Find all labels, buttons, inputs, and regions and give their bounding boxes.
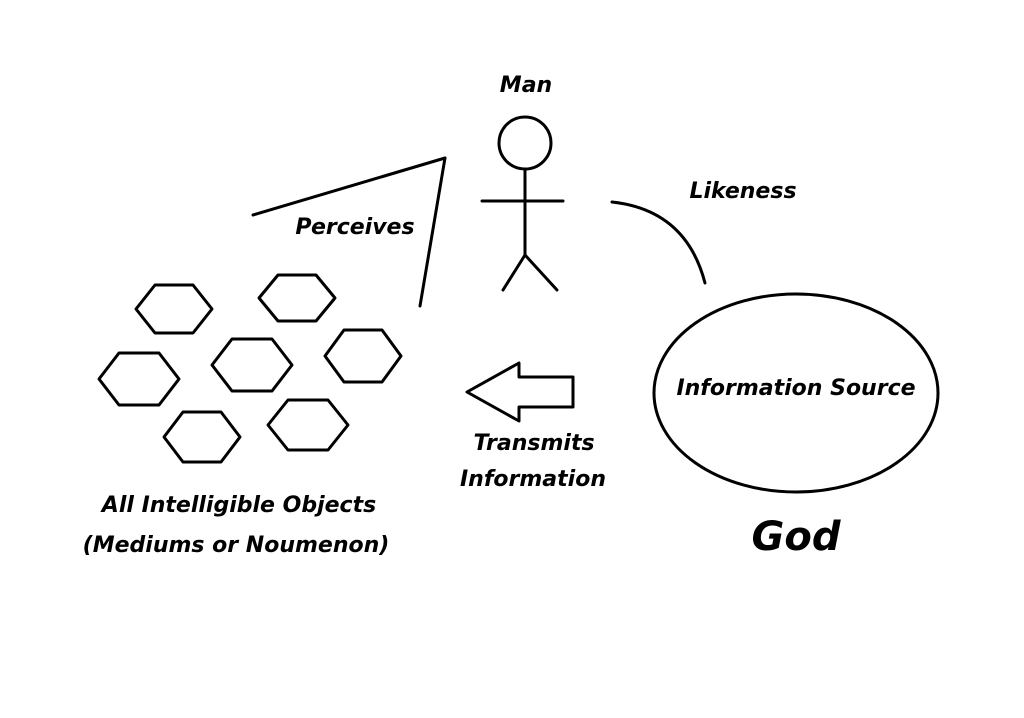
object-hexagon — [134, 283, 214, 335]
man-head — [497, 115, 553, 171]
perceives-label: Perceives — [295, 215, 414, 240]
man-left-leg — [501, 253, 527, 292]
objects-label-line2: (Mediums or Noumenon) — [83, 533, 390, 558]
transmits-arrow — [465, 361, 575, 423]
man-label: Man — [500, 73, 552, 98]
object-hexagon — [266, 398, 350, 452]
object-hexagon — [323, 328, 403, 384]
information-source-label: Information Source — [676, 376, 915, 401]
likeness-label: Likeness — [689, 179, 796, 204]
object-hexagon — [210, 337, 294, 393]
perception-cone-lower — [418, 156, 447, 308]
object-hexagon — [257, 273, 337, 323]
object-hexagon — [97, 351, 181, 407]
perception-cone — [251, 156, 447, 308]
perception-cone-upper — [251, 156, 447, 217]
intelligible-objects-group — [97, 273, 403, 464]
likeness-connector — [610, 200, 707, 285]
information-source-ellipse — [652, 292, 940, 494]
object-hexagon — [162, 410, 242, 464]
stick-figure-man — [480, 115, 565, 292]
god-label: God — [752, 514, 841, 560]
man-right-leg — [523, 253, 559, 292]
objects-label-line1: All Intelligible Objects — [100, 493, 376, 518]
transmits-label-line1: Transmits — [473, 431, 594, 456]
transmits-label-line2: Information — [460, 467, 606, 492]
